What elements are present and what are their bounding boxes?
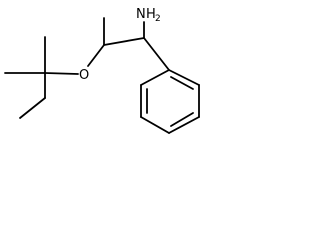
ether-oxygen-label: O [79,68,89,83]
ring-bond-3 [168,116,200,134]
ring-bond-4 [140,116,170,134]
phenyl-ring [140,69,200,134]
bond-c-phenyl [143,37,170,71]
amine-hydrogen-count: 2 [155,14,161,24]
amine-hydrogen-symbol: H [146,7,156,22]
ring-double-bond-b [170,112,194,127]
bond-c-o [87,44,105,67]
ring-double-bond-a [170,76,194,90]
amine-label: N H 2 [136,7,161,24]
bond-skeleton [4,17,170,119]
bond-c-c-chain [103,37,145,46]
bond-ch2-ch3 [19,97,46,119]
ring-bond-6 [140,69,170,86]
structure-diagram: N H 2 O [4,7,200,134]
bond-o-cquat [44,72,79,75]
ring-bond-1 [168,69,200,86]
amine-nitrogen-symbol: N [136,7,146,22]
